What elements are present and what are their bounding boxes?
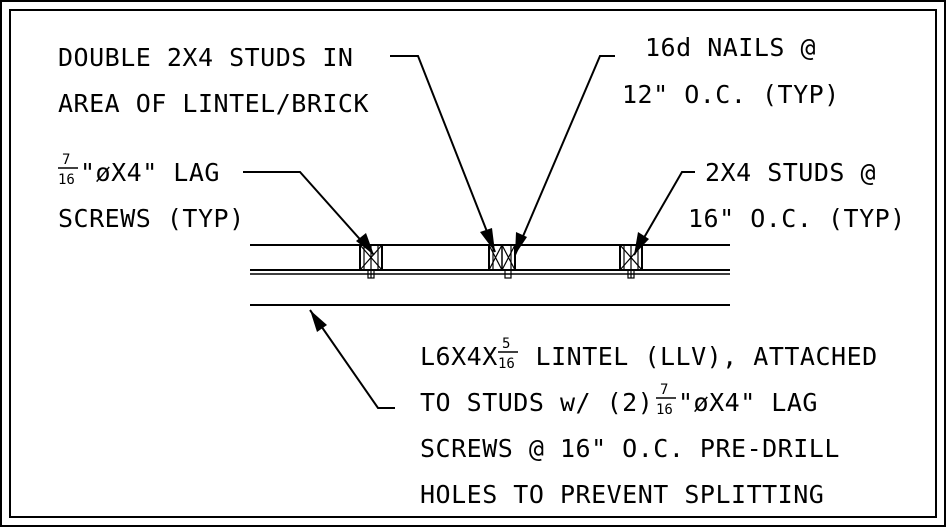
note-nails: 16d NAILS @ 12" O.C. (TYP) bbox=[622, 33, 840, 109]
leader-lag-screws bbox=[243, 171, 375, 256]
stud-symbol-double bbox=[488, 244, 516, 279]
note-lag-screws: 7 16 "øX4" LAG SCREWS (TYP) bbox=[58, 152, 245, 233]
fraction-numerator: 7 bbox=[660, 382, 668, 398]
note-lintel-line2-post: "øX4" LAG bbox=[678, 388, 818, 417]
note-lintel: L6X4X 5 16 LINTEL (LLV), ATTACHED TO STU… bbox=[420, 336, 878, 509]
leader-studs bbox=[633, 171, 695, 256]
note-lag-screws-line2: SCREWS (TYP) bbox=[58, 204, 245, 233]
fraction-denominator: 16 bbox=[58, 172, 75, 188]
fraction-numerator: 5 bbox=[502, 336, 510, 352]
leader-nails bbox=[514, 55, 615, 256]
fraction-numerator: 7 bbox=[62, 152, 70, 168]
fraction-denominator: 16 bbox=[498, 356, 515, 372]
stud-symbol-left bbox=[359, 244, 383, 279]
note-lintel-line2-pre: TO STUDS w/ (2) bbox=[420, 388, 669, 417]
fraction-denominator: 16 bbox=[656, 402, 673, 418]
note-studs: 2X4 STUDS @ 16" O.C. (TYP) bbox=[688, 158, 906, 233]
note-double-studs-line2: AREA OF LINTEL/BRICK bbox=[58, 89, 369, 118]
note-double-studs: DOUBLE 2X4 STUDS IN AREA OF LINTEL/BRICK bbox=[58, 43, 369, 118]
note-lintel-line3: SCREWS @ 16" O.C. PRE-DRILL bbox=[420, 434, 840, 463]
note-lintel-line1-pre: L6X4X bbox=[420, 342, 498, 371]
note-nails-line2: 12" O.C. (TYP) bbox=[622, 80, 840, 109]
leader-double-studs bbox=[390, 55, 496, 253]
note-studs-line2: 16" O.C. (TYP) bbox=[688, 204, 906, 233]
note-double-studs-line1: DOUBLE 2X4 STUDS IN bbox=[58, 43, 353, 72]
note-lag-screws-line1: "øX4" LAG bbox=[80, 158, 220, 187]
fraction-seven-sixteenths: 7 16 bbox=[58, 152, 78, 188]
note-studs-line1: 2X4 STUDS @ bbox=[705, 158, 876, 187]
note-lintel-line4: HOLES TO PREVENT SPLITTING bbox=[420, 480, 824, 509]
fraction-five-sixteenths: 5 16 bbox=[498, 336, 518, 372]
fraction-seven-sixteenths-lintel: 7 16 bbox=[656, 382, 676, 418]
note-nails-line1: 16d NAILS @ bbox=[645, 33, 816, 62]
leader-lintel bbox=[309, 309, 395, 409]
note-lintel-line1-post: LINTEL (LLV), ATTACHED bbox=[520, 342, 878, 371]
